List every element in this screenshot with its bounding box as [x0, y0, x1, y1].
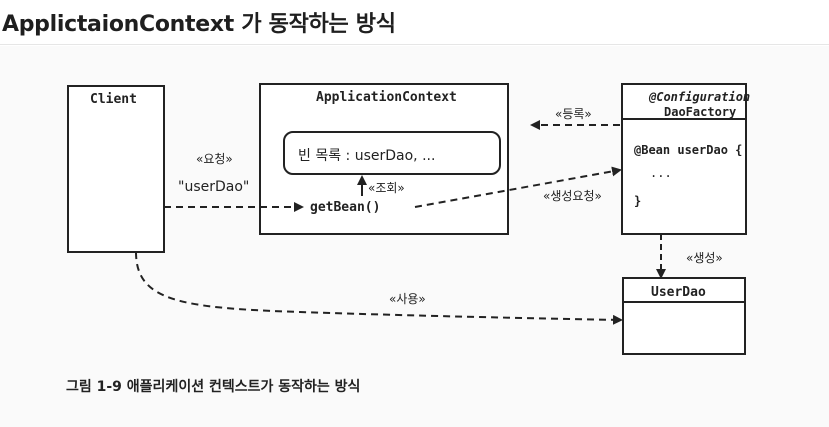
getbean-text: getBean()	[310, 200, 380, 215]
config-class: DaoFactory	[664, 105, 736, 119]
config-annotation: @Configuration	[648, 90, 750, 104]
page-title: ApplictaionContext 가 동작하는 방식	[2, 12, 396, 37]
title-divider	[0, 44, 829, 45]
bean-close: }	[634, 194, 641, 208]
bean-list-text: 빈 목록 : userDao, ...	[298, 148, 435, 164]
dao-factory-box	[621, 83, 747, 235]
create-request-label: «생성요청»	[543, 189, 602, 203]
request-label: «요청»	[196, 152, 233, 166]
bean-body: ...	[650, 166, 672, 180]
userdao-label: UserDao	[651, 285, 706, 300]
bean-method: @Bean userDao {	[634, 143, 742, 157]
figure-caption: 그림 1-9 애플리케이션 컨텍스트가 동작하는 방식	[66, 378, 360, 395]
client-box	[67, 85, 165, 253]
client-label: Client	[90, 92, 137, 107]
architecture-diagram: Client ApplicationContext 빈 목록 : userDao…	[66, 83, 750, 395]
register-label: «등록»	[555, 107, 592, 121]
request-arg: "userDao"	[178, 179, 249, 195]
lookup-label: «조회»	[368, 181, 405, 195]
userdao-box	[622, 277, 746, 355]
create-request-arrow	[414, 166, 622, 208]
use-label: «사용»	[389, 292, 426, 306]
bean-list-box	[283, 131, 501, 175]
create-label: «생성»	[686, 251, 723, 265]
application-context-label: ApplicationContext	[316, 90, 457, 105]
use-arrow	[135, 251, 623, 325]
